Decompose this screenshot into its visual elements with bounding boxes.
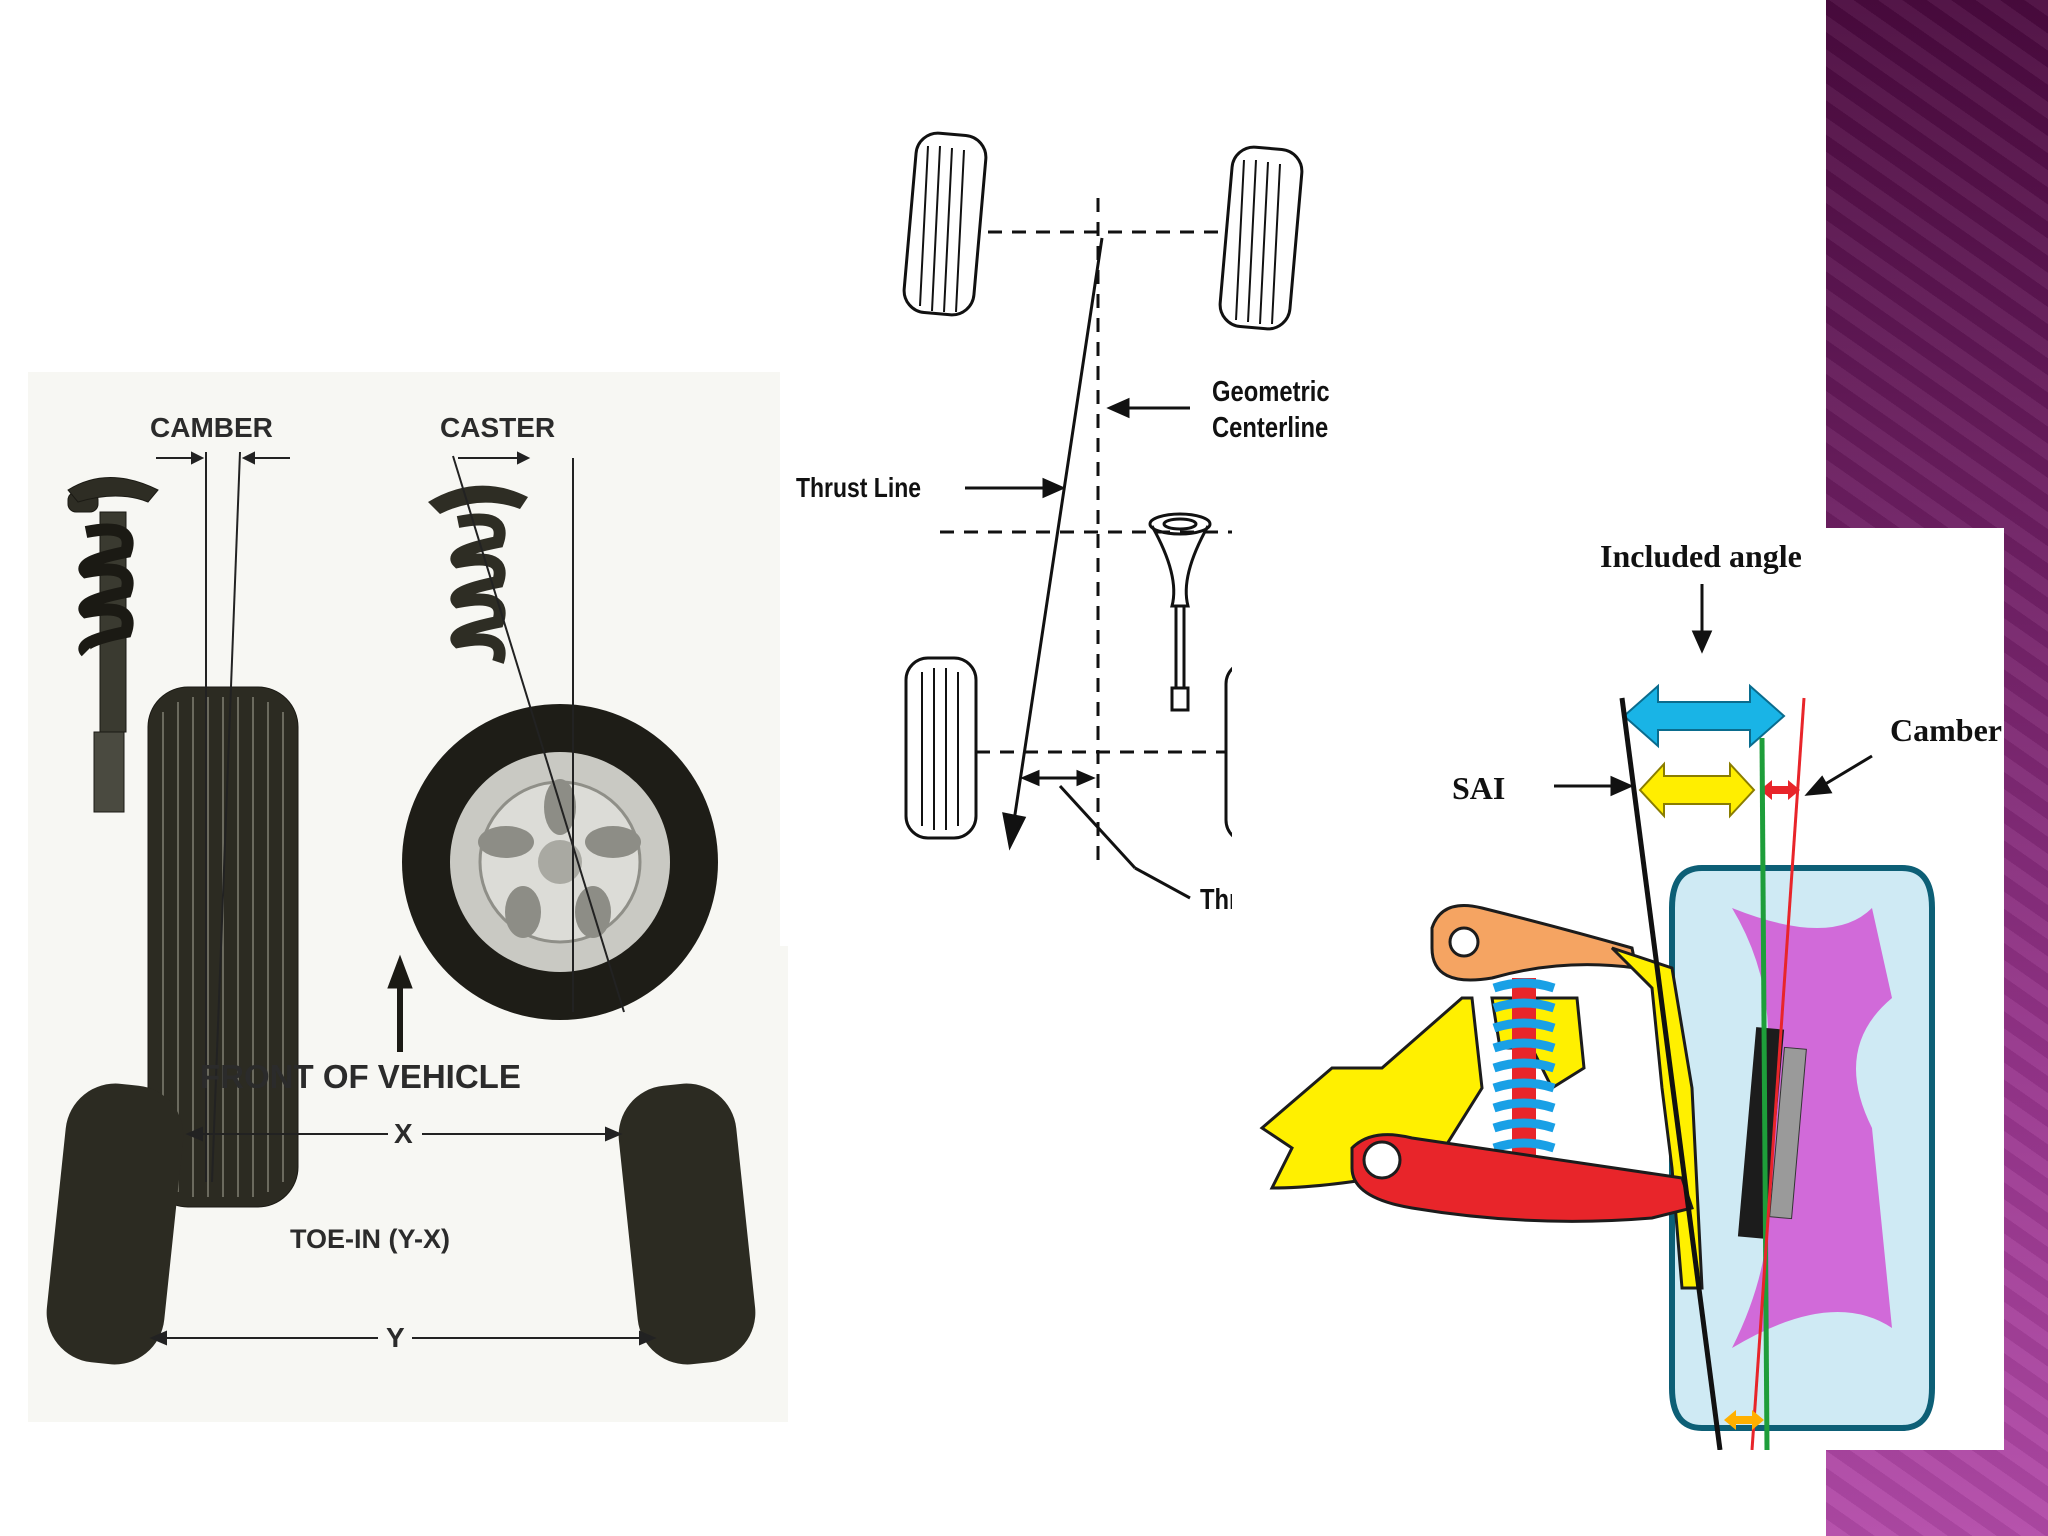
- toe-right-wheel: [618, 1083, 756, 1365]
- alignment-basics-panel: CAMBER CASTER FRONT OF VEHICLE X TOE-IN …: [28, 372, 788, 1422]
- camber-arrow: [1760, 780, 1800, 800]
- frame-knuckle: [1259, 946, 1704, 1290]
- suspension-panel: Included angle Camber SAI: [1232, 528, 2004, 1450]
- suspension-camber-label: Camber: [1890, 712, 2002, 748]
- thrust-line-label: Thrust Line: [796, 472, 922, 503]
- camber-lines: [156, 451, 290, 1183]
- caster-lines: [452, 451, 625, 1013]
- camber-label: CAMBER: [150, 412, 273, 443]
- toe-left-wheel: [46, 1083, 184, 1365]
- thrust-line: [1002, 237, 1104, 851]
- front-of-vehicle-label: FRONT OF VEHICLE: [200, 1058, 521, 1095]
- included-angle-label: Included angle: [1600, 538, 1802, 574]
- sai-arrow: [1638, 761, 1756, 819]
- reference-lines: [1619, 697, 1806, 1450]
- x-dimension: [185, 1126, 623, 1142]
- y-dimension: [149, 1330, 657, 1346]
- sai-label: SAI: [1452, 770, 1506, 806]
- camber-strut-wheel: [67, 477, 299, 1208]
- caster-label: CASTER: [440, 412, 556, 443]
- included-angle-arrow: [1622, 683, 1786, 749]
- alignment-basics-drawing: [46, 451, 756, 1365]
- wheel-assembly: [1669, 865, 1935, 1431]
- caster-strut-wheel: [402, 485, 718, 1020]
- small-bottom-arrow: [1724, 1410, 1764, 1430]
- geometric-label: Geometric: [1212, 376, 1330, 408]
- thrust-angle-panel: Geometric Centerline Thrust Line Thrust …: [780, 106, 1380, 946]
- upper-control-arm: [1430, 904, 1638, 982]
- coil-spring: [1492, 978, 1556, 1168]
- centerline-label: Centerline: [1212, 412, 1329, 444]
- included-angle-pointer: [1691, 584, 1713, 654]
- dashed-lines: [940, 198, 1340, 866]
- side-pointers: [1554, 754, 1873, 797]
- x-label: X: [394, 1118, 413, 1149]
- label-arrows: [965, 397, 1191, 900]
- y-label: Y: [386, 1322, 405, 1353]
- front-arrow: [387, 954, 413, 1052]
- toe-in-label: TOE-IN (Y-X): [290, 1224, 451, 1254]
- thrust-angle-drawing: [902, 131, 1340, 900]
- lower-control-arm: [1350, 1133, 1694, 1223]
- steering-column: [1148, 512, 1212, 712]
- suspension-drawing: [1259, 584, 1935, 1450]
